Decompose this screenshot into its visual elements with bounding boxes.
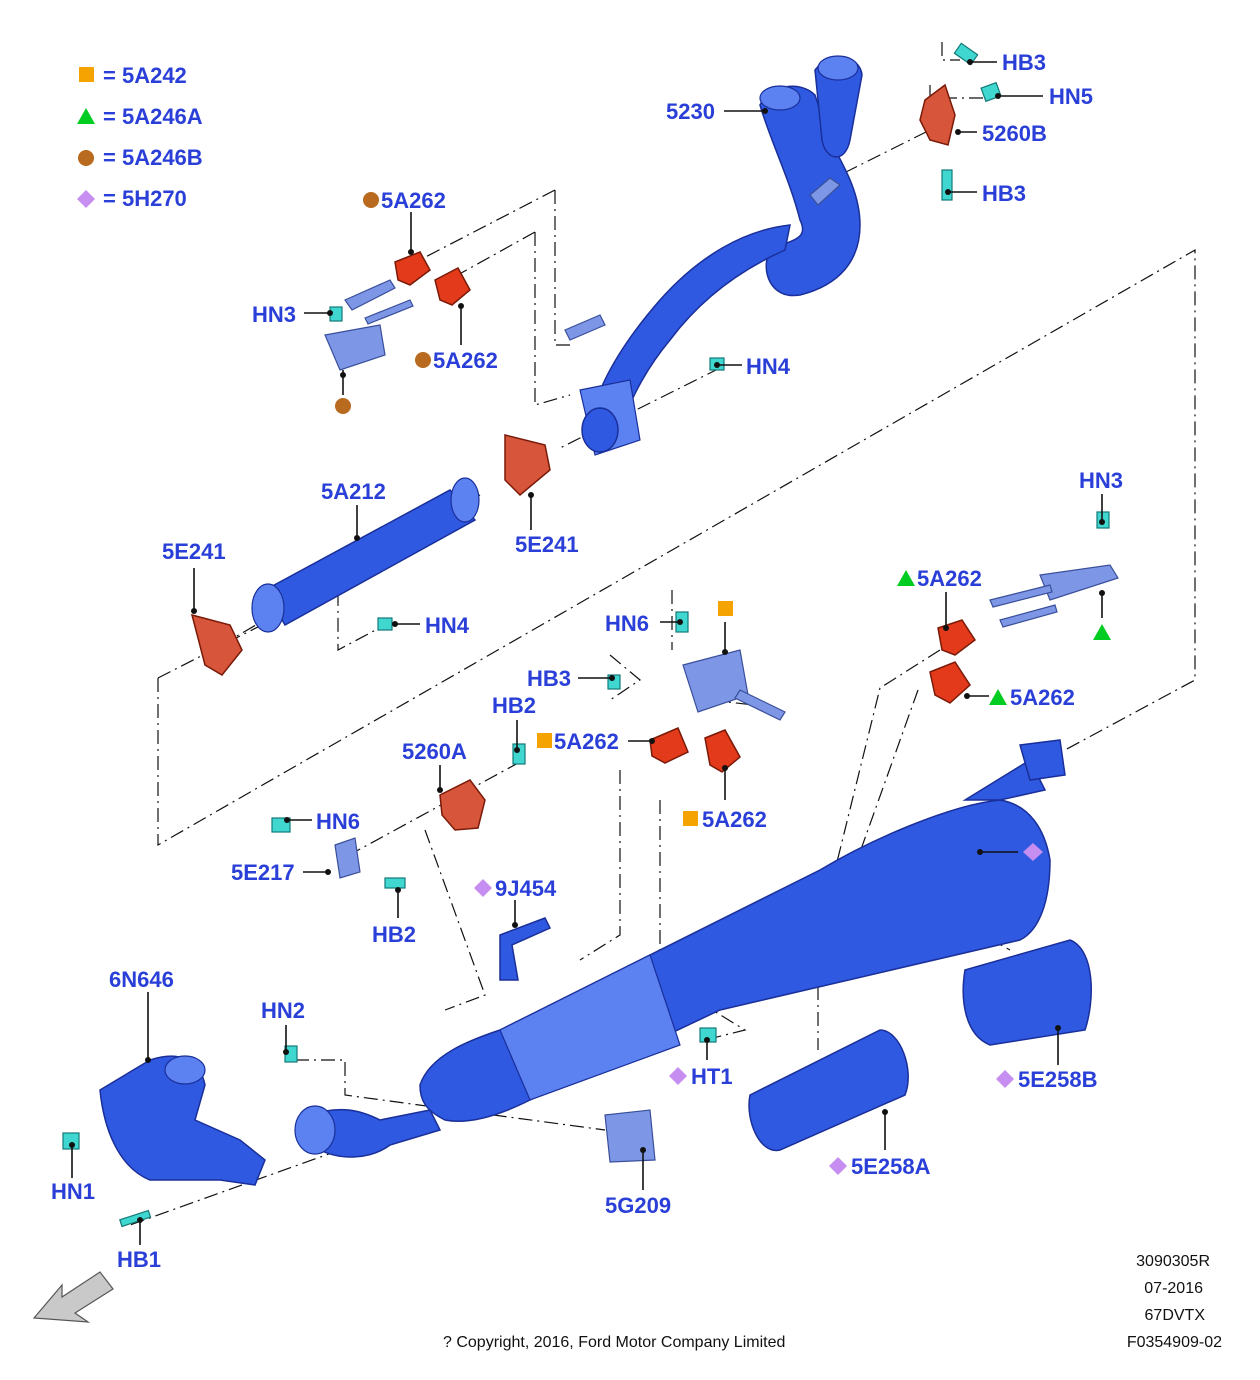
label-hn6-top: HN6 [605, 611, 649, 636]
copyright: ? Copyright, 2016, Ford Motor Company Li… [443, 1334, 785, 1351]
label-5e258b: 5E258B [1018, 1067, 1098, 1092]
circle-marker-icon [363, 192, 379, 208]
label-hb3-low: HB3 [527, 666, 571, 691]
label-5g209: 5G209 [605, 1193, 671, 1218]
label-hn4-top: HN4 [746, 354, 791, 379]
legend-diamond-icon [77, 190, 95, 208]
ref-figure: F0354909-02 [1127, 1334, 1222, 1351]
label-5260b: 5260B [982, 121, 1047, 146]
circle-marker-icon [335, 398, 351, 414]
footer: 3090305R 07-2016 67DVTX F0354909-02 ? Co… [443, 1253, 1222, 1351]
legend-item-5a242: = 5A242 [103, 63, 187, 88]
leader-lines [69, 59, 1105, 1245]
circle-marker-icon [415, 352, 431, 368]
label-hn6-low: HN6 [316, 809, 360, 834]
front-direction-arrow-icon [32, 1271, 114, 1323]
ref-model: 67DVTX [1145, 1307, 1206, 1324]
label-hn3-left: HN3 [252, 302, 296, 327]
label-6n646: 6N646 [109, 967, 174, 992]
diamond-marker-icon [829, 1157, 847, 1175]
label-ht1: HT1 [691, 1064, 733, 1089]
diamond-marker-icon [669, 1067, 687, 1085]
label-markers [335, 192, 1111, 1175]
label-hn5: HN5 [1049, 84, 1093, 109]
label-5e241-right: 5E241 [515, 532, 579, 557]
triangle-marker-icon [989, 689, 1007, 705]
label-9j454: 9J454 [495, 876, 557, 901]
label-5a212: 5A212 [321, 479, 386, 504]
legend: = 5A242 = 5A246A = 5A246B = 5H270 [77, 63, 203, 211]
diamond-marker-icon [996, 1070, 1014, 1088]
label-5a262-mid-left: 5A262 [554, 729, 619, 754]
label-5e258a: 5E258A [851, 1154, 931, 1179]
label-5a262-right-top: 5A262 [917, 566, 982, 591]
label-5260a: 5260A [402, 739, 467, 764]
legend-triangle-icon [77, 108, 95, 124]
square-marker-icon [718, 601, 733, 616]
square-marker-icon [683, 811, 698, 826]
label-hn4-mid: HN4 [425, 613, 470, 638]
legend-item-5a246b: = 5A246B [103, 145, 203, 170]
label-5e217: 5E217 [231, 860, 295, 885]
ref-number: 3090305R [1136, 1253, 1210, 1270]
legend-item-5a246a: = 5A246A [103, 104, 203, 129]
label-5e241-left: 5E241 [162, 539, 226, 564]
label-5a262-second: 5A262 [433, 348, 498, 373]
legend-item-5h270: = 5H270 [103, 186, 187, 211]
diamond-marker-icon [474, 879, 492, 897]
label-hn2: HN2 [261, 998, 305, 1023]
label-hb2-low: HB2 [372, 922, 416, 947]
label-5a262-mid-low: 5A262 [702, 807, 767, 832]
triangle-marker-icon [1093, 624, 1111, 640]
label-hb1: HB1 [117, 1247, 161, 1272]
label-5a262-right-low: 5A262 [1010, 685, 1075, 710]
label-hb2-top: HB2 [492, 693, 536, 718]
square-marker-icon [537, 733, 552, 748]
label-5a262-top: 5A262 [381, 188, 446, 213]
legend-square-icon [79, 67, 94, 82]
ref-date: 07-2016 [1144, 1280, 1203, 1297]
label-hn3-right: HN3 [1079, 468, 1123, 493]
label-hn1: HN1 [51, 1179, 95, 1204]
label-hb3-mid: HB3 [982, 181, 1026, 206]
diamond-marker-icon [1023, 843, 1043, 861]
part-labels: 5230 HB3 HN5 5260B HB3 5A262 HN3 5A262 H… [51, 50, 1123, 1272]
label-5230: 5230 [666, 99, 715, 124]
triangle-marker-icon [897, 570, 915, 586]
legend-circle-icon [78, 150, 94, 166]
part-shapes [32, 42, 1119, 1323]
label-hb3-top: HB3 [1002, 50, 1046, 75]
